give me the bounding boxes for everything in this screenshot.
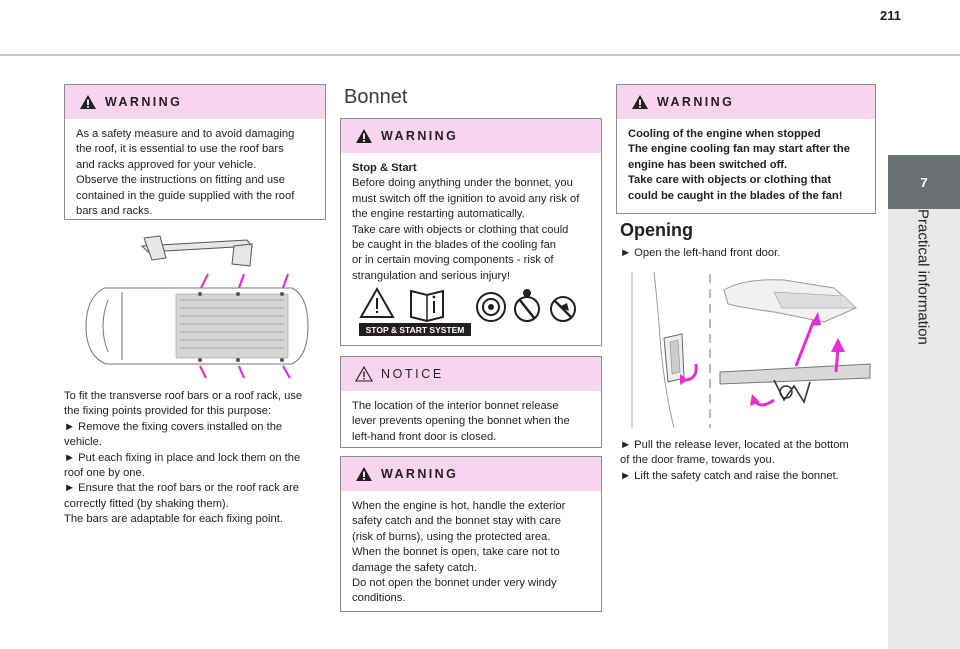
text-line: must switch off the ignition to avoid an…: [352, 192, 580, 205]
text-line: To fit the transverse roof bars or a roo…: [64, 390, 303, 402]
chapter-tab[interactable]: 7: [888, 155, 960, 209]
text-line: the roof, it is essential to use the roo…: [76, 143, 284, 156]
text-line: be caught in the blades of the cooling f…: [352, 239, 557, 252]
text-line: ► Put each fixing in place and lock them…: [64, 451, 301, 464]
text-line: correctly fitted (by shaking them).: [64, 497, 229, 510]
text-line: strangulation and serious injury!: [352, 269, 510, 282]
warning-text: When the engine is hot, handle the exter…: [341, 491, 601, 615]
text-line: ► Lift the safety catch and raise the bo…: [620, 469, 839, 482]
text-line: Observe the instructions on fitting and …: [76, 174, 285, 187]
text-line: Take care with objects or clothing that: [628, 174, 832, 187]
hot-engine-warning-box: WARNING When the engine is hot, handle t…: [340, 456, 602, 612]
text-line: bars and racks.: [76, 205, 153, 218]
stop-start-warning-box: WARNING Stop & Start Before doing anythi…: [340, 118, 602, 346]
text-line: ► Pull the release lever, located at the…: [620, 439, 849, 451]
text-line: (risk of burns), using the protected are…: [352, 530, 551, 543]
roof-bars-instructions: To fit the transverse roof bars or a roo…: [64, 389, 302, 528]
roof-bars-illustration: [85, 235, 309, 379]
notice-triangle-icon: [355, 366, 373, 382]
warning-text: As a safety measure and to avoid damagin…: [65, 119, 325, 227]
warning-title: WARNING: [381, 129, 459, 143]
text-line: When the bonnet is open, take care not t…: [352, 546, 560, 559]
notice-text: The location of the interior bonnet rele…: [341, 391, 601, 453]
warning-title: WARNING: [381, 467, 459, 481]
text-line: Cooling of the engine when stopped: [628, 128, 821, 140]
warning-header: WARNING: [341, 457, 601, 491]
warning-header: WARNING: [341, 119, 601, 153]
text-line: left-hand front door is closed.: [352, 430, 497, 443]
chapter-number: 7: [920, 174, 928, 190]
text-line: engine has been switched off.: [628, 158, 788, 171]
text-line: damage the safety catch.: [352, 561, 478, 574]
warning-text: Cooling of the engine when stopped The e…: [617, 119, 875, 212]
text-line: contained in the guide supplied with the…: [76, 189, 295, 202]
warning-triangle-icon: [632, 95, 648, 109]
warning-title: WARNING: [657, 95, 735, 109]
text-line: or in certain moving components - risk o…: [352, 254, 554, 267]
text-line: of the door frame, towards you.: [620, 454, 775, 467]
notice-box: NOTICE The location of the interior bonn…: [340, 356, 602, 448]
header-rule: [0, 54, 960, 56]
section-heading-bonnet: Bonnet: [344, 86, 408, 108]
chapter-strip: [888, 209, 960, 649]
text-line: safety catch and the bonnet stay with ca…: [352, 515, 561, 528]
text-line: The bars are adaptable for each fixing p…: [64, 513, 283, 526]
warning-title: WARNING: [105, 95, 183, 109]
text-line: ► Remove the fixing covers installed on …: [64, 420, 283, 433]
opening-steps: ► Pull the release lever, located at the…: [620, 438, 849, 484]
text-line: The location of the interior bonnet rele…: [352, 400, 559, 412]
text-line: As a safety measure and to avoid damagin…: [76, 128, 295, 140]
notice-header: NOTICE: [341, 357, 601, 391]
text-line: could be caught in the blades of the fan…: [628, 189, 843, 202]
cooling-fan-warning-box: WARNING Cooling of the engine when stopp…: [616, 84, 876, 214]
warning-subtitle: Stop & Start: [352, 162, 417, 174]
warning-text: Stop & Start Before doing anything under…: [341, 153, 601, 292]
warning-triangle-icon: [80, 95, 96, 109]
text-line: When the engine is hot, handle the exter…: [352, 500, 566, 512]
text-line: Take care with objects or clothing that …: [352, 223, 569, 236]
page-number: 211: [880, 8, 901, 23]
roof-warning-box: WARNING As a safety measure and to avoid…: [64, 84, 326, 220]
notice-title: NOTICE: [381, 367, 444, 381]
warning-triangle-icon: [356, 129, 372, 143]
text-line: vehicle.: [64, 436, 102, 449]
warning-triangle-icon: [356, 467, 372, 481]
text-line: ► Ensure that the roof bars or the roof …: [64, 482, 299, 495]
text-line: Before doing anything under the bonnet, …: [352, 177, 573, 190]
stop-start-symbols: STOP & START SYSTEM: [359, 286, 576, 336]
text-line: the engine restarting automatically.: [352, 208, 525, 221]
text-line: the fixing points provided for this purp…: [64, 405, 272, 418]
text-line: ► Open the left-hand front door.: [620, 247, 781, 259]
text-line: conditions.: [352, 592, 406, 605]
section-heading-opening: Opening: [620, 220, 693, 240]
warning-header: WARNING: [617, 85, 875, 119]
text-line: roof one by one.: [64, 467, 145, 480]
chapter-title: Practical information: [914, 209, 932, 345]
text-line: Do not open the bonnet under very windy: [352, 577, 557, 590]
text-line: lever prevents opening the bonnet when t…: [352, 415, 570, 428]
text-line: The engine cooling fan may start after t…: [628, 143, 850, 156]
warning-header: WARNING: [65, 85, 325, 119]
stop-start-banner: STOP & START SYSTEM: [366, 325, 465, 335]
text-line: and racks approved for your vehicle.: [76, 158, 257, 171]
opening-step-1: ► Open the left-hand front door.: [620, 246, 780, 261]
bonnet-release-illustration: [631, 271, 871, 429]
